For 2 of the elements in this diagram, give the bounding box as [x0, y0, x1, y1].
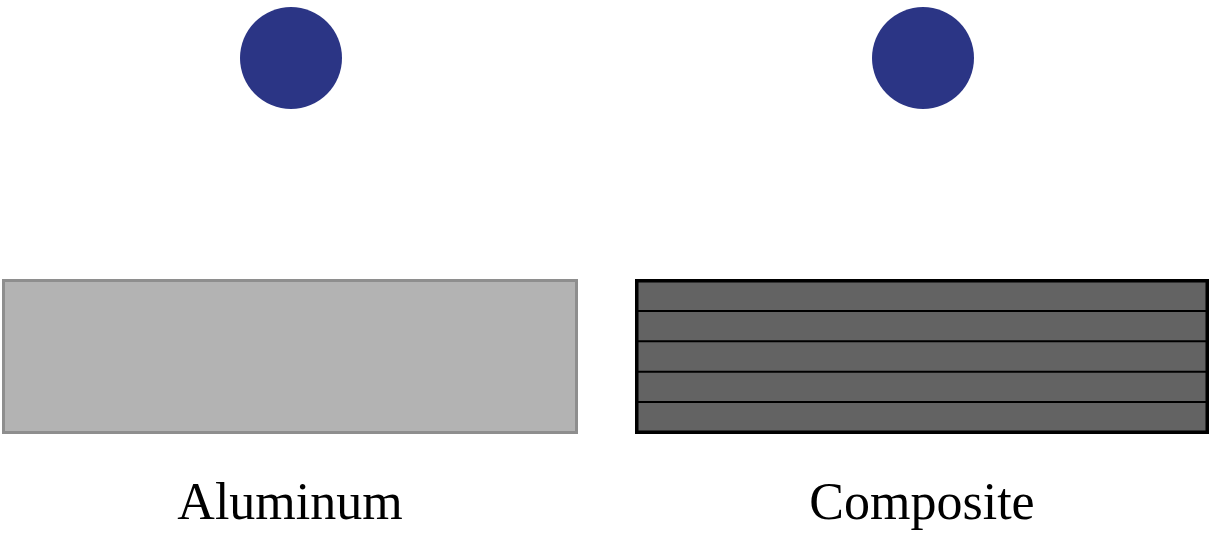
material-label: Composite [809, 472, 1035, 532]
material-label: Aluminum [177, 472, 403, 532]
